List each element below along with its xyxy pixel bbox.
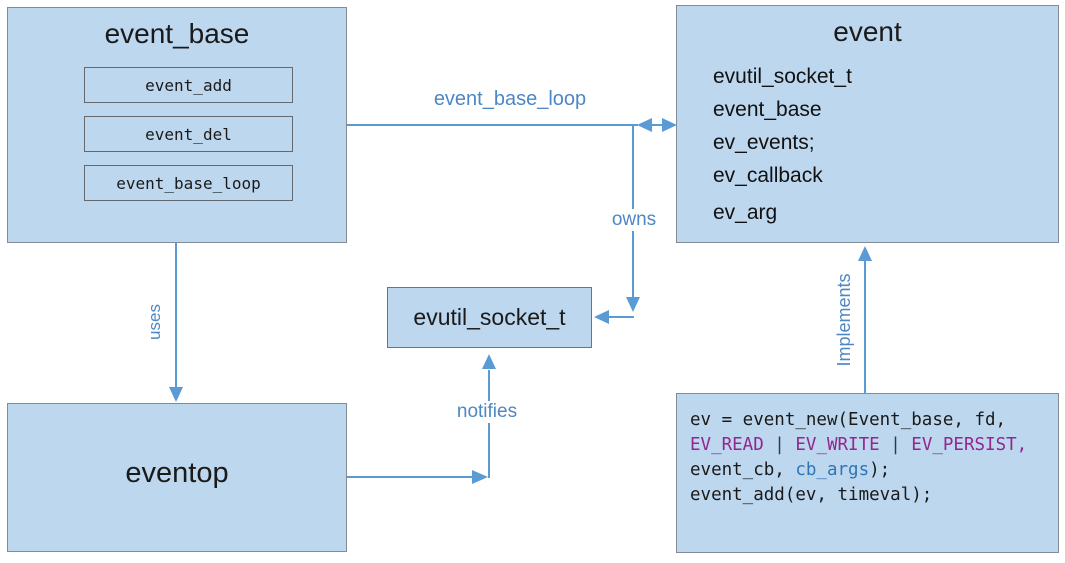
evutil-socket-title: evutil_socket_t <box>413 304 566 330</box>
code-token: EV_READ <box>690 435 764 455</box>
eventop-title: eventop <box>125 457 229 489</box>
edge-label-owns: owns <box>603 209 665 231</box>
event-field: ev_events; <box>713 131 815 154</box>
code-line: event_cb, cb_args); <box>690 458 1058 483</box>
edge-label-notifies: notifies <box>447 401 527 423</box>
code-token: event_cb, <box>690 460 796 480</box>
evutil-socket-box: evutil_socket_t <box>387 287 592 348</box>
eventop-box: eventop <box>7 403 347 552</box>
code-line: ev = event_new(Event_base, fd, <box>690 408 1058 433</box>
code-token: | <box>763 435 796 455</box>
arrow-uses <box>169 243 183 402</box>
event-title: event <box>833 16 902 47</box>
code-token: EV_WRITE <box>795 435 880 455</box>
edge-label-event-base-loop: event_base_loop <box>433 88 587 110</box>
code-token: cb_args <box>795 460 870 480</box>
code-token: | <box>879 435 912 455</box>
edge-label-uses: uses <box>145 304 164 340</box>
event-field: ev_callback <box>713 164 823 187</box>
event-base-box: event_base event_add event_del event_base_… <box>7 7 347 243</box>
code-box: ev = event_new(Event_base, fd, EV_READ | … <box>676 393 1059 553</box>
method-box: event_base_loop <box>84 165 293 201</box>
event-field: ev_arg <box>713 201 778 224</box>
method-box: event_del <box>84 116 293 152</box>
method-box: event_add <box>84 67 293 103</box>
code-token: event_add(ev, timeval); <box>690 485 933 505</box>
arrow-event-base-loop <box>347 118 677 132</box>
event-base-title: event_base <box>104 18 250 49</box>
code-line: EV_READ | EV_WRITE | EV_PERSIST, <box>690 433 1058 458</box>
code-token: EV_PERSIST, <box>911 435 1028 455</box>
event-base-method-list: event_add event_del event_base_loop <box>84 67 293 214</box>
code-line: event_add(ev, timeval); <box>690 483 1058 508</box>
event-field: event_base <box>713 98 822 121</box>
edge-label-implements: Implements <box>834 273 854 367</box>
arrow-implements <box>858 246 872 393</box>
event-field: evutil_socket_t <box>713 65 852 88</box>
event-box: event evutil_socket_t event_base ev_events… <box>676 5 1059 243</box>
code-token: ); <box>869 460 891 480</box>
code-token: ev = event_new(Event_base, fd, <box>690 410 1007 430</box>
event-field-list: evutil_socket_t event_base ev_events; ev_ca… <box>713 60 852 229</box>
